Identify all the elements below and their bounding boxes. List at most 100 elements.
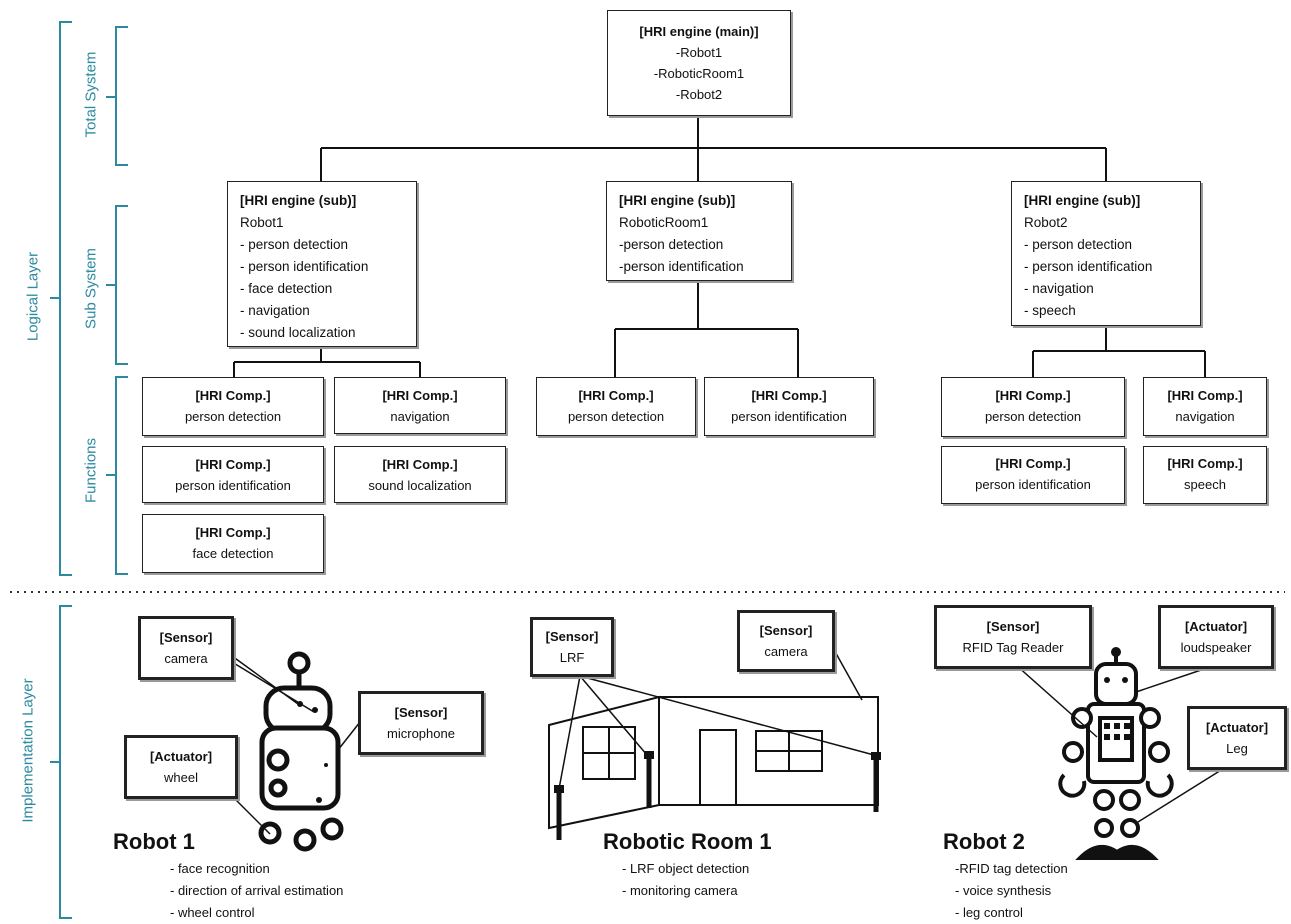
hri-comp-r2-speech: [HRI Comp.] speech xyxy=(1143,446,1267,504)
engine-item: -person identification xyxy=(619,259,744,274)
engine-name: Robot2 xyxy=(1024,215,1068,230)
robot2-features: -RFID tag detection - voice synthesis - … xyxy=(955,858,1068,924)
feature-item: - voice synthesis xyxy=(955,883,1052,898)
hri-comp-r1-sound-localization: [HRI Comp.] sound localization xyxy=(334,446,506,503)
hri-comp-r1-person-identification: [HRI Comp.] person identification xyxy=(142,446,324,503)
device-type: [Sensor] xyxy=(394,705,448,720)
comp-header: [HRI Comp.] xyxy=(195,457,271,472)
engine-item: -person detection xyxy=(619,237,724,252)
r2-actuator-loudspeaker: [Actuator] loudspeaker xyxy=(1158,605,1274,669)
room-illustration xyxy=(548,695,879,830)
comp-header: [HRI Comp.] xyxy=(1167,388,1243,403)
hri-engine-sub-robot2: [HRI engine (sub)] Robot2 - person detec… xyxy=(1011,181,1201,326)
engine-item: - navigation xyxy=(1024,281,1094,296)
hri-comp-r2-navigation: [HRI Comp.] navigation xyxy=(1143,377,1267,436)
comp-name: person identification xyxy=(731,409,847,424)
room-sensor-lrf: [Sensor] LRF xyxy=(530,617,614,677)
hri-engine-sub-robot1: [HRI engine (sub)] Robot1 - person detec… xyxy=(227,181,417,347)
comp-name: person identification xyxy=(975,477,1091,492)
engine-item: - person detection xyxy=(240,237,349,252)
hri-comp-r1-person-detection: [HRI Comp.] person detection xyxy=(142,377,324,436)
feature-item: - monitoring camera xyxy=(622,883,738,898)
layer-label-implementation: Implementation Layer xyxy=(19,678,37,823)
device-type: [Sensor] xyxy=(759,623,813,638)
comp-name: person identification xyxy=(175,478,291,493)
device-type: [Actuator] xyxy=(1205,720,1269,735)
robot2-title: Robot 2 xyxy=(943,829,1025,854)
r1-sensor-microphone: [Sensor] microphone xyxy=(358,691,484,755)
robot1-title: Robot 1 xyxy=(113,829,195,854)
engine-title: [HRI engine (main)] xyxy=(639,24,759,39)
engine-item: - person identification xyxy=(1024,259,1153,274)
device-name: camera xyxy=(764,644,808,659)
engine-title: [HRI engine (sub)] xyxy=(619,193,736,208)
hri-comp-r2-person-detection: [HRI Comp.] person detection xyxy=(941,377,1125,437)
engine-item: - person detection xyxy=(1024,237,1133,252)
comp-name: person detection xyxy=(567,409,665,424)
comp-header: [HRI Comp.] xyxy=(751,388,827,403)
robot1-features: - face recognition - direction of arriva… xyxy=(170,858,343,924)
feature-item: - direction of arrival estimation xyxy=(170,883,344,898)
hri-engine-main: [HRI engine (main)] -Robot1 -RoboticRoom… xyxy=(607,10,791,116)
room-sensor-camera: [Sensor] camera xyxy=(737,610,835,672)
r2-actuator-leg: [Actuator] Leg xyxy=(1187,706,1287,770)
hri-comp-room-person-identification: [HRI Comp.] person identification xyxy=(704,377,874,436)
comp-name: navigation xyxy=(1175,409,1235,424)
device-name: wheel xyxy=(164,770,198,785)
engine-item: -Robot2 xyxy=(675,87,723,102)
engine-item: - navigation xyxy=(240,303,310,318)
device-name: loudspeaker xyxy=(1180,640,1252,655)
comp-name: navigation xyxy=(390,409,450,424)
hri-comp-r1-face-detection: [HRI Comp.] face detection xyxy=(142,514,324,573)
comp-header: [HRI Comp.] xyxy=(195,388,271,403)
hri-comp-r2-person-identification: [HRI Comp.] person identification xyxy=(941,446,1125,504)
robot1-illustration xyxy=(258,651,344,852)
hri-engine-sub-roboticroom1: [HRI engine (sub)] RoboticRoom1 -person … xyxy=(606,181,792,281)
comp-header: [HRI Comp.] xyxy=(382,388,458,403)
feature-item: - face recognition xyxy=(170,861,270,876)
engine-item: - person identification xyxy=(240,259,369,274)
layer-label-total-system: Total System xyxy=(82,51,100,138)
device-type: [Sensor] xyxy=(545,629,599,644)
comp-header: [HRI Comp.] xyxy=(995,456,1071,471)
layer-label-sub-system: Sub System xyxy=(82,248,100,329)
comp-header: [HRI Comp.] xyxy=(1167,456,1243,471)
comp-name: sound localization xyxy=(368,478,472,493)
device-name: LRF xyxy=(559,650,585,665)
device-type: [Actuator] xyxy=(149,749,213,764)
comp-name: person detection xyxy=(184,409,282,424)
device-type: [Sensor] xyxy=(159,630,213,645)
feature-item: - LRF object detection xyxy=(622,861,750,876)
feature-item: - wheel control xyxy=(170,905,255,920)
r1-actuator-wheel: [Actuator] wheel xyxy=(124,735,238,799)
engine-title: [HRI engine (sub)] xyxy=(1024,193,1141,208)
device-type: [Actuator] xyxy=(1184,619,1248,634)
engine-item: - face detection xyxy=(240,281,333,296)
engine-item: - sound localization xyxy=(240,325,356,340)
layer-label-functions: Functions xyxy=(82,437,100,504)
r2-sensor-rfid-reader: [Sensor] RFID Tag Reader xyxy=(934,605,1092,669)
room1-features: - LRF object detection - monitoring came… xyxy=(622,858,749,902)
comp-header: [HRI Comp.] xyxy=(382,457,458,472)
room1-title: Robotic Room 1 xyxy=(603,829,772,854)
comp-name: person detection xyxy=(984,409,1082,424)
hri-comp-r1-navigation: [HRI Comp.] navigation xyxy=(334,377,506,434)
engine-item: -RoboticRoom1 xyxy=(653,66,745,81)
hri-comp-room-person-detection: [HRI Comp.] person detection xyxy=(536,377,696,436)
comp-header: [HRI Comp.] xyxy=(995,388,1071,403)
comp-name: speech xyxy=(1184,477,1226,492)
engine-name: Robot1 xyxy=(240,215,284,230)
r1-sensor-camera: [Sensor] camera xyxy=(138,616,234,680)
device-name: RFID Tag Reader xyxy=(962,640,1064,655)
device-name: Leg xyxy=(1226,741,1248,756)
device-type: [Sensor] xyxy=(986,619,1040,634)
comp-header: [HRI Comp.] xyxy=(195,525,271,540)
device-name: camera xyxy=(164,651,208,666)
comp-name: face detection xyxy=(192,546,274,561)
device-name: microphone xyxy=(387,726,455,741)
layer-label-logical: Logical Layer xyxy=(24,251,42,342)
engine-item: - speech xyxy=(1024,303,1076,318)
engine-item: -Robot1 xyxy=(675,45,723,60)
feature-item: -RFID tag detection xyxy=(955,861,1068,876)
